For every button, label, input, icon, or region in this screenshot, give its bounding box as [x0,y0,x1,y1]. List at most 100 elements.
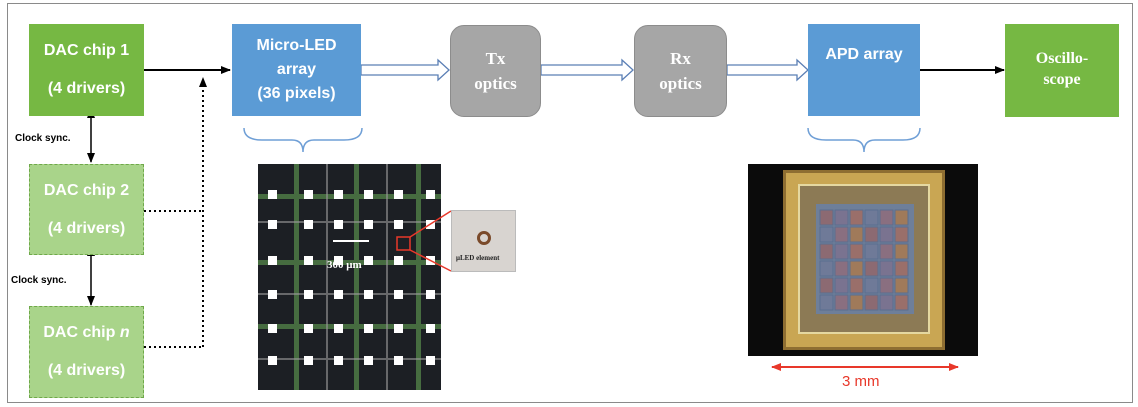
micro-led-pixel [304,220,313,229]
dac-chip-n-name-text: DAC chip [43,324,120,341]
apd-pixel [864,294,879,311]
apd-pixel [819,226,834,243]
micro-led-pixel [426,356,435,365]
micro-led-pixel [334,256,343,265]
optical-arrow-2 [540,58,634,82]
micro-led-pixel [364,190,373,199]
apd-pixel [879,209,894,226]
micro-led-pixel [268,290,277,299]
apd-pixel [834,243,849,260]
apd-pixel [819,209,834,226]
apd-pixel [879,277,894,294]
apd-pixel [864,209,879,226]
micro-led-line3: (36 pixels) [257,85,336,102]
apd-pixel [879,226,894,243]
micro-led-pitch-arrow [333,240,369,242]
dac-chip-n-drivers: (4 drivers) [47,362,126,379]
led-element-ring [477,231,491,245]
micro-led-pixel [304,190,313,199]
rx-optics-line1: Rx [670,49,691,68]
micro-led-pixel [304,256,313,265]
micro-led-pixel [334,220,343,229]
apd-pixel [834,260,849,277]
micro-led-pixel [334,190,343,199]
micro-led-pixel [394,256,403,265]
apd-pixel [834,277,849,294]
micro-led-pixel [364,256,373,265]
apd-pixel [834,226,849,243]
apd-pixel [819,260,834,277]
tx-optics-box: Tx optics [450,25,541,117]
dac-chip-1-drivers: (4 drivers) [47,80,126,97]
micro-led-pixel [394,190,403,199]
micro-led-pixel [394,290,403,299]
apd-pixel [819,294,834,311]
micro-led-pixel [268,220,277,229]
clock-sync-label-1: Clock sync. [15,133,71,144]
apd-pixel [894,243,909,260]
apd-pixel [894,294,909,311]
dac-chip-1-name: DAC chip 1 [43,42,130,59]
oscilloscope-line1: Oscillo- [1035,50,1089,67]
tx-optics-line2: optics [474,74,517,93]
apd-pixel [864,260,879,277]
apd-pixel [879,243,894,260]
micro-led-pixel [426,290,435,299]
micro-led-pitch-label: 300 μm [327,259,362,271]
micro-led-pixel [364,324,373,333]
dac-chip-n-index: n [119,324,130,341]
apd-pixel [834,209,849,226]
dac-chip-1: DAC chip 1 (4 drivers) [29,24,144,116]
apd-pixel [849,277,864,294]
micro-led-element-inset: μLED element [451,210,516,272]
micro-led-pixel [304,324,313,333]
micro-led-pixel [394,356,403,365]
micro-led-pixel [334,324,343,333]
apd-array-box: APD array [808,24,920,116]
led-element-label: μLED element [456,254,500,262]
dac-chip-2: DAC chip 2 (4 drivers) [29,164,144,255]
apd-pixel [879,260,894,277]
dac-chip-2-drivers: (4 drivers) [47,219,126,237]
apd-pixel [819,277,834,294]
micro-led-line2: array [276,61,317,78]
clock-sync-label-2: Clock sync. [11,275,67,286]
apd-pixel [864,277,879,294]
apd-pixel [849,260,864,277]
optical-arrow-1 [360,58,450,82]
dac-chip-2-name: DAC chip 2 [43,181,130,199]
micro-led-photo [258,164,441,390]
apd-pixel [894,209,909,226]
micro-led-pixel [394,324,403,333]
microled-brace [243,127,363,153]
micro-led-pixel [426,190,435,199]
apd-pixel-grid [819,209,909,311]
apd-pixel [849,226,864,243]
micro-led-pixel [364,356,373,365]
apd-pixel [849,209,864,226]
micro-led-pixel [268,324,277,333]
apd-scale-label: 3 mm [842,373,880,390]
apd-pixel [849,294,864,311]
apd-pixel [864,243,879,260]
apd-pixel [849,243,864,260]
micro-led-pixel [426,324,435,333]
apd-pixel [834,294,849,311]
oscilloscope-line2: scope [1043,71,1081,88]
micro-led-pixel [364,220,373,229]
micro-led-pixel [268,356,277,365]
micro-led-pixel [394,220,403,229]
apd-pixel [864,226,879,243]
apd-pixel [819,243,834,260]
dac-chip-n: DAC chip n (4 drivers) [29,306,144,398]
apd-pixel [894,226,909,243]
micro-led-line1: Micro-LED [256,37,337,54]
rx-optics-box: Rx optics [634,25,727,117]
oscilloscope-box: Oscillo- scope [1005,24,1119,117]
apd-pixel [894,277,909,294]
micro-led-pixel [364,290,373,299]
apd-pixel [894,260,909,277]
